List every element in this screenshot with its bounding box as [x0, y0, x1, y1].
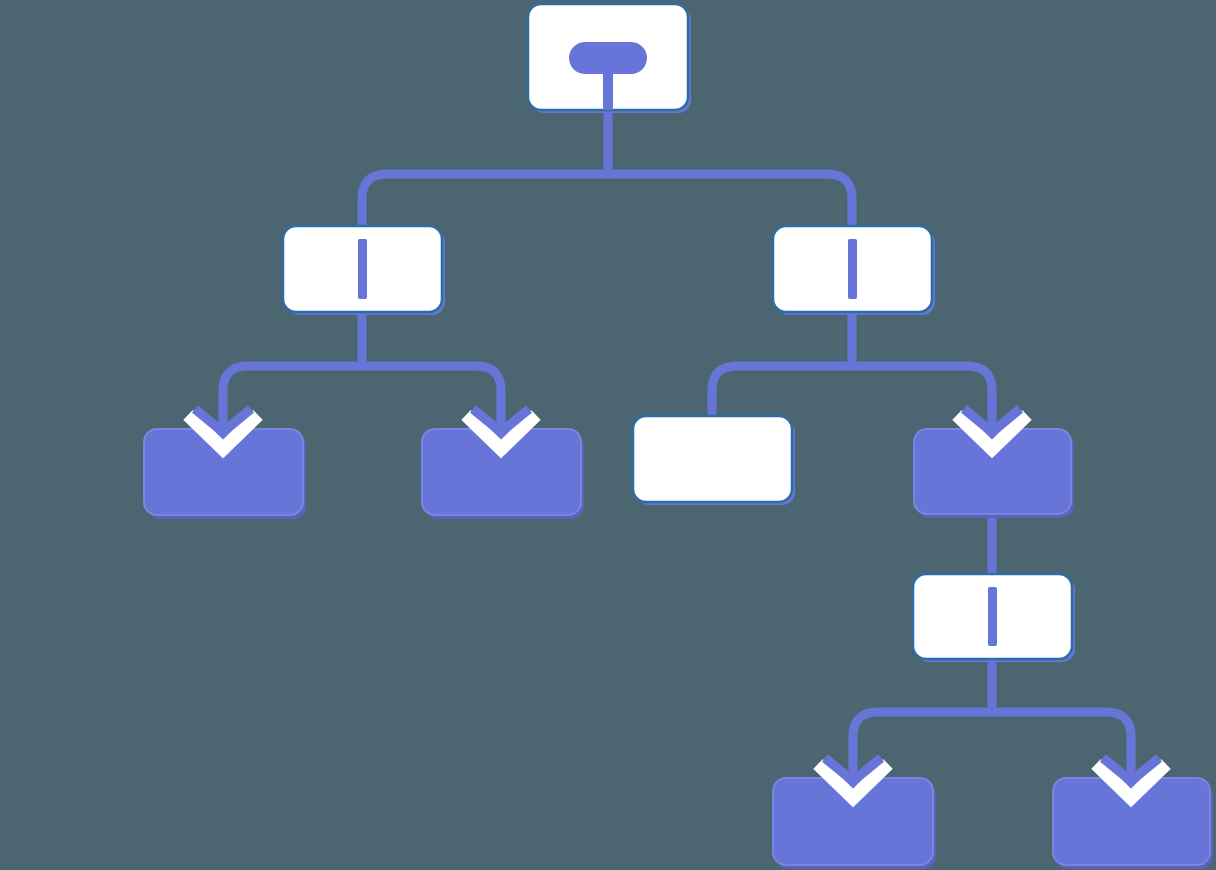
chevron-inner-purple-icon [821, 754, 885, 788]
pass-through-line-icon [988, 587, 997, 646]
pass-through-line-icon [358, 239, 367, 299]
empty-node[interactable] [631, 414, 795, 505]
pass-through-node-bottom[interactable] [911, 572, 1075, 662]
arrow-chevron-into-end-node-2 [461, 405, 541, 459]
chevron-outer-white-icon [813, 759, 893, 808]
end-node-4[interactable] [772, 777, 936, 869]
connector-root-to-level2[interactable] [357, 106, 857, 229]
arrow-chevron-into-end-node-4 [813, 754, 893, 808]
pass-through-line-icon [848, 239, 857, 299]
start-root-pill-icon [569, 42, 647, 74]
node-body[interactable] [631, 414, 794, 504]
start-node[interactable] [526, 2, 691, 113]
end-node-2[interactable] [421, 428, 584, 519]
connector-right-subtree[interactable] [707, 309, 997, 431]
chevron-inner-purple-icon [960, 405, 1024, 439]
end-node-3[interactable] [913, 428, 1074, 518]
chevron-outer-white-icon [952, 410, 1032, 459]
start-root-stem-icon [603, 68, 613, 110]
connector-left-subtree[interactable] [218, 309, 506, 431]
arrow-chevron-into-end-node-5 [1091, 754, 1171, 808]
end-node-1[interactable] [143, 428, 306, 519]
arrow-chevron-into-end-node-3 [952, 405, 1032, 459]
chevron-outer-white-icon [461, 410, 541, 459]
pass-through-node-left[interactable] [281, 224, 445, 315]
arrow-chevron-into-end-node-1 [183, 405, 263, 459]
chevron-inner-purple-icon [191, 405, 255, 439]
connector-bottom-subtree[interactable] [848, 657, 1136, 780]
pass-through-node-right[interactable] [771, 224, 935, 315]
chevron-inner-purple-icon [1099, 754, 1163, 788]
chevron-inner-purple-icon [469, 405, 533, 439]
chevron-outer-white-icon [1091, 759, 1171, 808]
chevron-outer-white-icon [183, 410, 263, 459]
end-node-5[interactable] [1052, 777, 1213, 869]
